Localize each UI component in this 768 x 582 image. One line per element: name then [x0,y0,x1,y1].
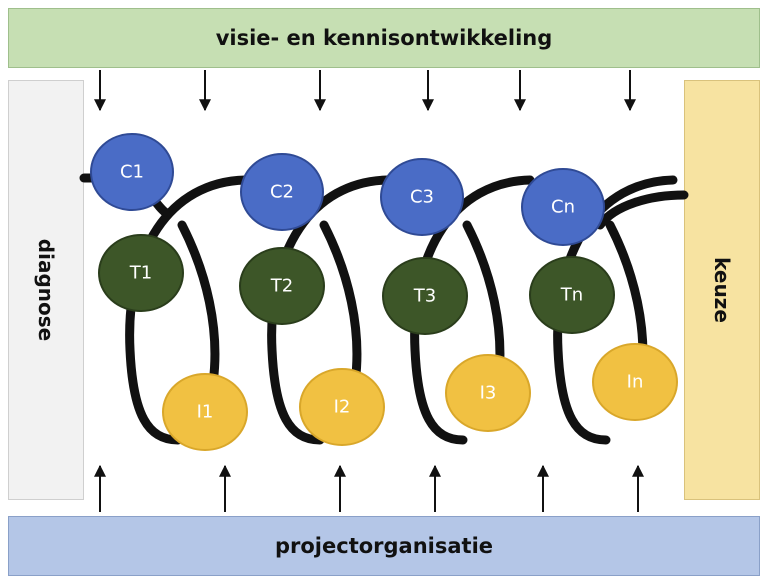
spiral-exit [595,190,689,230]
i-node-4: In [592,343,678,421]
t-node-1-label: T1 [129,263,152,284]
bottom-band-label: projectorganisatie [274,534,494,558]
diagnose-band: diagnose [8,80,84,500]
c-node-2: C2 [240,153,324,231]
i-node-2-label: I2 [334,397,351,418]
t-node-3: T3 [382,257,468,335]
c-node-3: C3 [380,158,464,236]
t-node-4-label: Tn [560,285,583,306]
t-node-1: T1 [98,234,184,312]
t-node-4: Tn [529,256,615,334]
keuze-band: keuze [684,80,760,500]
c-node-1-label: C1 [120,162,144,183]
c-node-2-label: C2 [270,182,294,203]
t-node-2: T2 [239,247,325,325]
i-node-4-label: In [627,372,644,393]
downward-arrows [94,70,636,112]
visie-kennisontwikkeling-band: visie- en kennisontwikkeling [8,8,760,68]
i-node-2: I2 [299,368,385,446]
c-node-4: Cn [521,168,605,246]
upward-arrows [94,464,644,512]
projectorganisatie-band: projectorganisatie [8,516,760,576]
c-node-3-label: C3 [410,187,434,208]
t-node-3-label: T3 [413,286,436,307]
i-node-1-label: I1 [197,402,214,423]
c-node-1: C1 [90,133,174,211]
t-node-2-label: T2 [270,276,293,297]
top-band-label: visie- en kennisontwikkeling [215,26,553,50]
c-node-4-label: Cn [551,197,575,218]
i-node-1: I1 [162,373,248,451]
i-node-3-label: I3 [480,383,497,404]
i-node-3: I3 [445,354,531,432]
